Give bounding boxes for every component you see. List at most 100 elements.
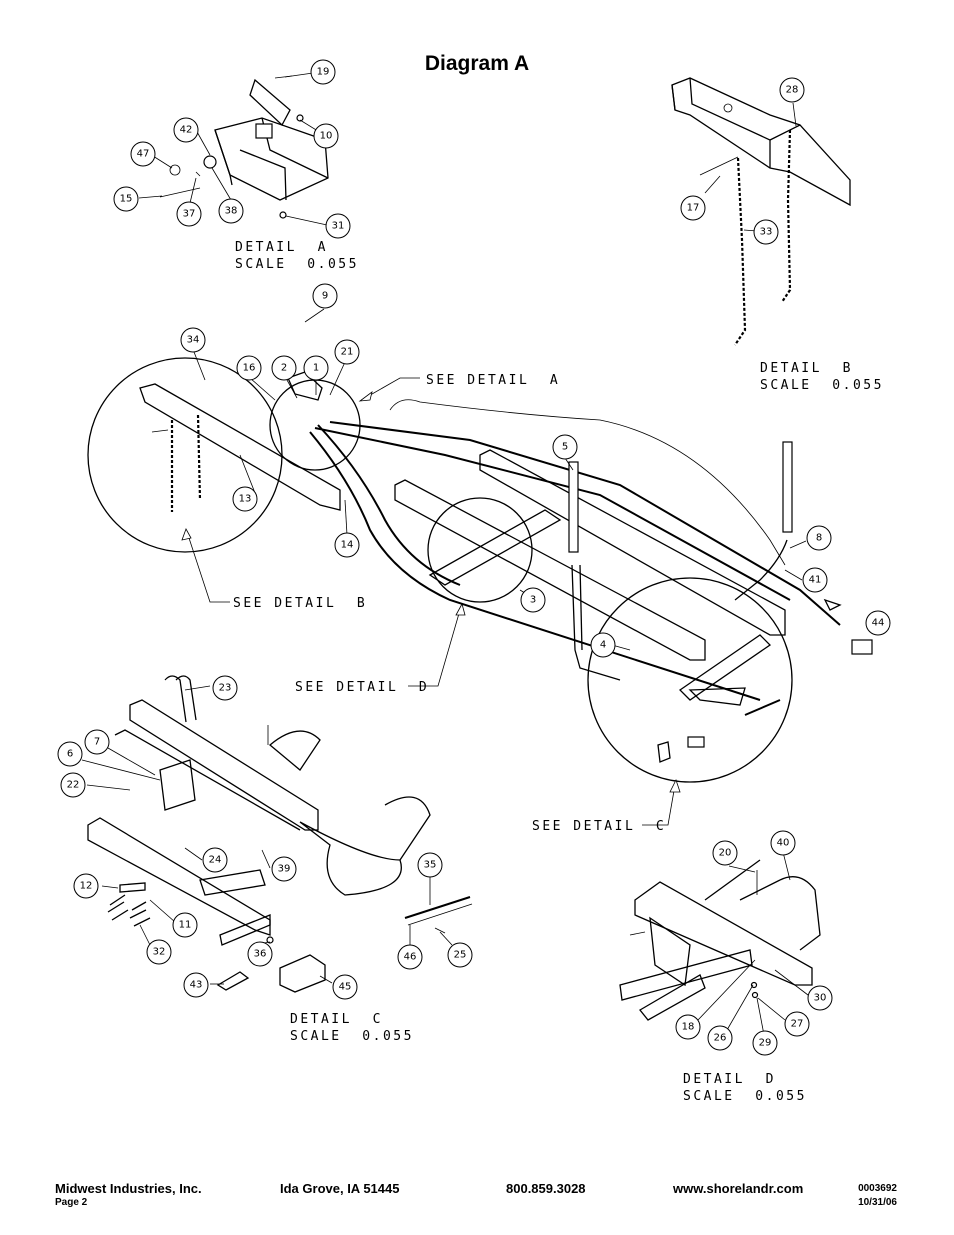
callout-45: 45	[332, 974, 358, 1000]
svg-text:DETAIL D: DETAIL D	[683, 1072, 776, 1087]
callout-11: 11	[172, 912, 198, 938]
callout-37: 37	[176, 201, 202, 227]
callout-28: 28	[779, 77, 805, 103]
svg-text:25: 25	[454, 950, 467, 961]
callout-16: 16	[236, 355, 262, 381]
callout-22: 22	[60, 772, 86, 798]
svg-text:18: 18	[682, 1022, 695, 1033]
callout-5: 5	[552, 434, 578, 460]
callout-43: 43	[183, 972, 209, 998]
svg-text:19: 19	[317, 67, 330, 78]
callout-10: 10	[313, 123, 339, 149]
svg-text:10: 10	[320, 131, 333, 142]
footer-location: Ida Grove, IA 51445	[280, 1181, 400, 1196]
svg-text:5: 5	[562, 442, 568, 453]
callout-33: 33	[753, 219, 779, 245]
see-detail-b: SEE DETAIL B	[233, 596, 367, 611]
callout-47: 47	[130, 141, 156, 167]
svg-text:23: 23	[219, 683, 232, 694]
svg-text:36: 36	[254, 949, 267, 960]
footer-phone: 800.859.3028	[506, 1181, 586, 1196]
svg-text:SCALE 0.055: SCALE 0.055	[235, 257, 359, 272]
svg-text:6: 6	[67, 749, 73, 760]
svg-text:22: 22	[67, 780, 80, 791]
callout-32: 32	[146, 939, 172, 965]
callout-24: 24	[202, 847, 228, 873]
svg-text:SCALE 0.055: SCALE 0.055	[290, 1029, 414, 1044]
svg-text:DETAIL A: DETAIL A	[235, 240, 328, 255]
svg-text:12: 12	[80, 881, 93, 892]
callout-31: 31	[325, 213, 351, 239]
svg-text:16: 16	[243, 363, 256, 374]
svg-text:SEE DETAIL C: SEE DETAIL C	[532, 819, 666, 834]
callout-2: 2	[271, 355, 297, 381]
callout-13: 13	[232, 486, 258, 512]
callout-18: 18	[675, 1014, 701, 1040]
callout-25: 25	[447, 942, 473, 968]
footer-doc-number: 0003692	[858, 1183, 897, 1194]
callout-3: 3	[520, 587, 546, 613]
svg-text:15: 15	[120, 194, 133, 205]
svg-text:9: 9	[322, 291, 328, 302]
svg-text:SCALE 0.055: SCALE 0.055	[683, 1089, 807, 1104]
see-detail-c: SEE DETAIL C	[532, 819, 666, 834]
svg-text:42: 42	[180, 125, 193, 136]
callout-17: 17	[680, 195, 706, 221]
callout-34: 34	[180, 327, 206, 353]
svg-text:DETAIL C: DETAIL C	[290, 1012, 383, 1027]
svg-text:34: 34	[187, 335, 200, 346]
svg-text:2: 2	[281, 363, 287, 374]
detail-a-label: DETAIL A SCALE 0.055	[235, 240, 359, 272]
footer-page: Page 2	[55, 1197, 88, 1208]
callout-27: 27	[784, 1011, 810, 1037]
svg-text:SEE DETAIL B: SEE DETAIL B	[233, 596, 367, 611]
callout-6: 6	[57, 741, 83, 767]
footer-date: 10/31/06	[858, 1197, 897, 1208]
svg-text:11: 11	[179, 920, 192, 931]
svg-text:41: 41	[809, 575, 822, 586]
callout-20: 20	[712, 840, 738, 866]
callout-46: 46	[397, 944, 423, 970]
callout-1: 1	[303, 355, 329, 381]
svg-text:24: 24	[209, 855, 222, 866]
see-detail-d: SEE DETAIL D	[295, 680, 427, 695]
detail-b-drawing	[671, 77, 851, 346]
callout-21: 21	[334, 339, 360, 365]
svg-text:43: 43	[190, 980, 203, 991]
main-assembly	[87, 308, 873, 826]
svg-text:7: 7	[94, 737, 100, 748]
svg-text:37: 37	[183, 209, 196, 220]
callout-41: 41	[802, 567, 828, 593]
callout-15: 15	[113, 186, 139, 212]
callout-38: 38	[218, 198, 244, 224]
callout-23: 23	[212, 675, 238, 701]
svg-text:31: 31	[332, 221, 345, 232]
svg-text:13: 13	[239, 494, 252, 505]
svg-text:3: 3	[530, 595, 536, 606]
detail-d-drawing	[619, 851, 821, 1036]
svg-text:SCALE 0.055: SCALE 0.055	[760, 378, 884, 393]
callout-7: 7	[84, 729, 110, 755]
svg-text:SEE DETAIL A: SEE DETAIL A	[426, 373, 560, 388]
svg-text:47: 47	[137, 149, 150, 160]
svg-text:39: 39	[278, 864, 291, 875]
callout-9: 9	[312, 283, 338, 309]
svg-text:14: 14	[341, 540, 354, 551]
detail-a-drawing	[138, 71, 329, 226]
svg-text:38: 38	[225, 206, 238, 217]
svg-text:1: 1	[313, 363, 319, 374]
svg-text:27: 27	[791, 1019, 804, 1030]
svg-text:44: 44	[872, 618, 885, 629]
svg-text:32: 32	[153, 947, 166, 958]
svg-text:28: 28	[786, 85, 799, 96]
callout-36: 36	[247, 941, 273, 967]
page-title: Diagram A	[424, 52, 530, 75]
detail-b-label: DETAIL B SCALE 0.055	[760, 361, 884, 393]
callout-19: 19	[310, 59, 336, 85]
detail-d-label: DETAIL D SCALE 0.055	[683, 1072, 807, 1104]
footer-website: www.shorelandr.com	[673, 1181, 804, 1196]
callout-26: 26	[707, 1025, 733, 1051]
footer-company: Midwest Industries, Inc.	[55, 1181, 202, 1196]
callout-29: 29	[752, 1030, 778, 1056]
